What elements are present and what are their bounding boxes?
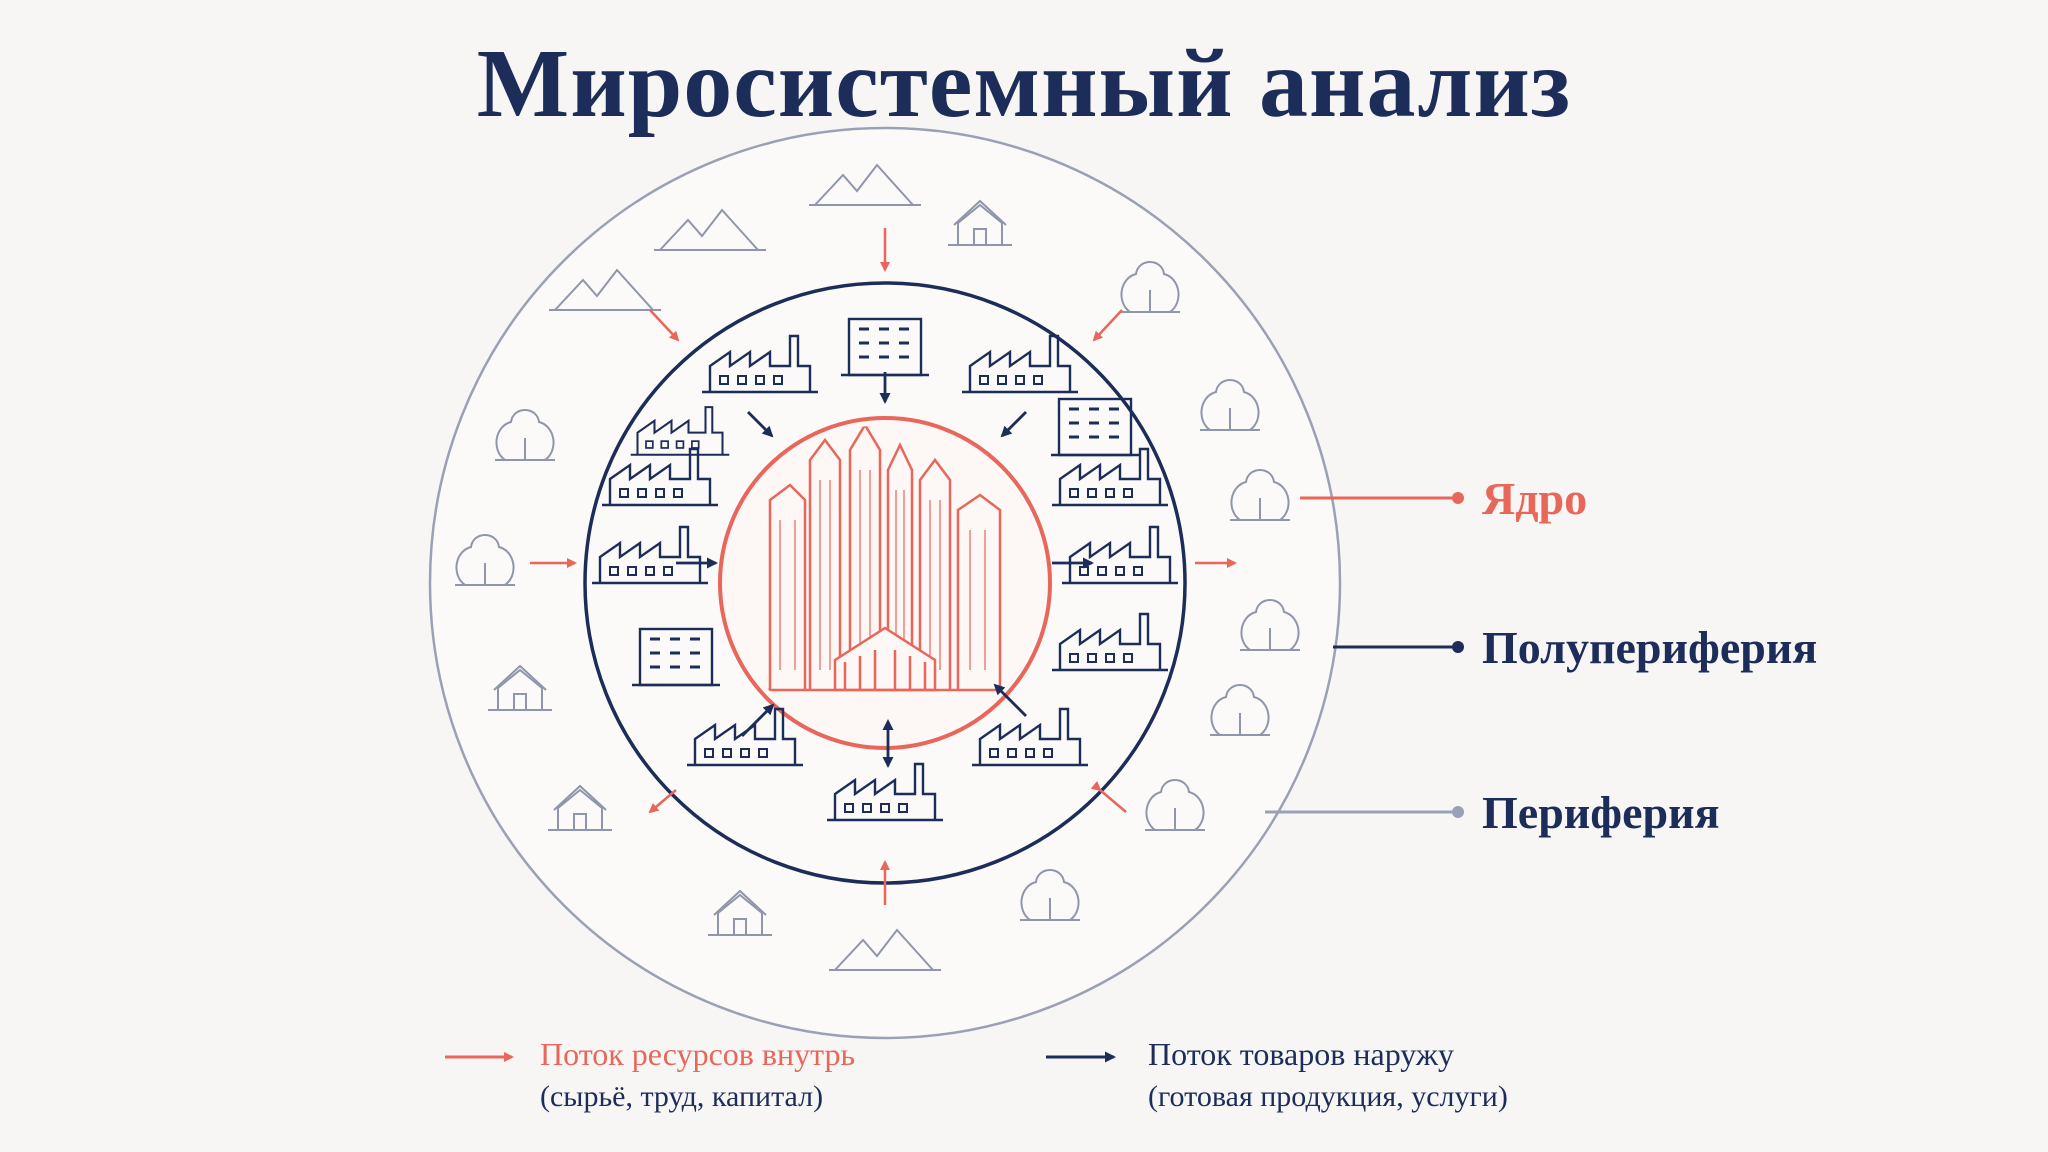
outflow-arrow-top-right — [1000, 411, 1027, 438]
legend-inflow-sub: (сырьё, труд, капитал) — [540, 1080, 824, 1113]
periphery-callout-dot — [1452, 806, 1464, 818]
periphery-label: Периферия — [1482, 787, 1720, 838]
semi-periphery-callout-dot — [1452, 641, 1464, 653]
outflow-arrow-top-left — [747, 411, 774, 438]
core-label: Ядро — [1482, 473, 1588, 524]
resource-inflow-arrows — [530, 228, 1237, 905]
inflow-arrow-bottom-right — [1090, 781, 1127, 813]
core-skyline-illustration — [760, 425, 1010, 692]
goods-outflow-arrows — [676, 372, 1094, 768]
core-callout-dot — [1452, 492, 1464, 504]
outflow-arrow-bottom-right — [993, 683, 1027, 717]
inflow-arrow-top-right — [1092, 309, 1123, 342]
zone-callouts — [1265, 492, 1464, 818]
inflow-arrow-top-left — [649, 309, 680, 342]
inflow-arrow-bottom-left — [648, 789, 677, 814]
outflow-arrow-bottom-left — [741, 703, 775, 737]
legend-outflow-sub: (готовая продукция, услуги) — [1148, 1080, 1508, 1113]
semi-periphery-label: Полупериферия — [1482, 622, 1818, 673]
legend-inflow-label: Поток ресурсов внутрь — [540, 1036, 856, 1072]
page-title: Миросистемный анализ — [476, 30, 1572, 138]
legend-outflow-label: Поток товаров наружу — [1148, 1036, 1454, 1072]
